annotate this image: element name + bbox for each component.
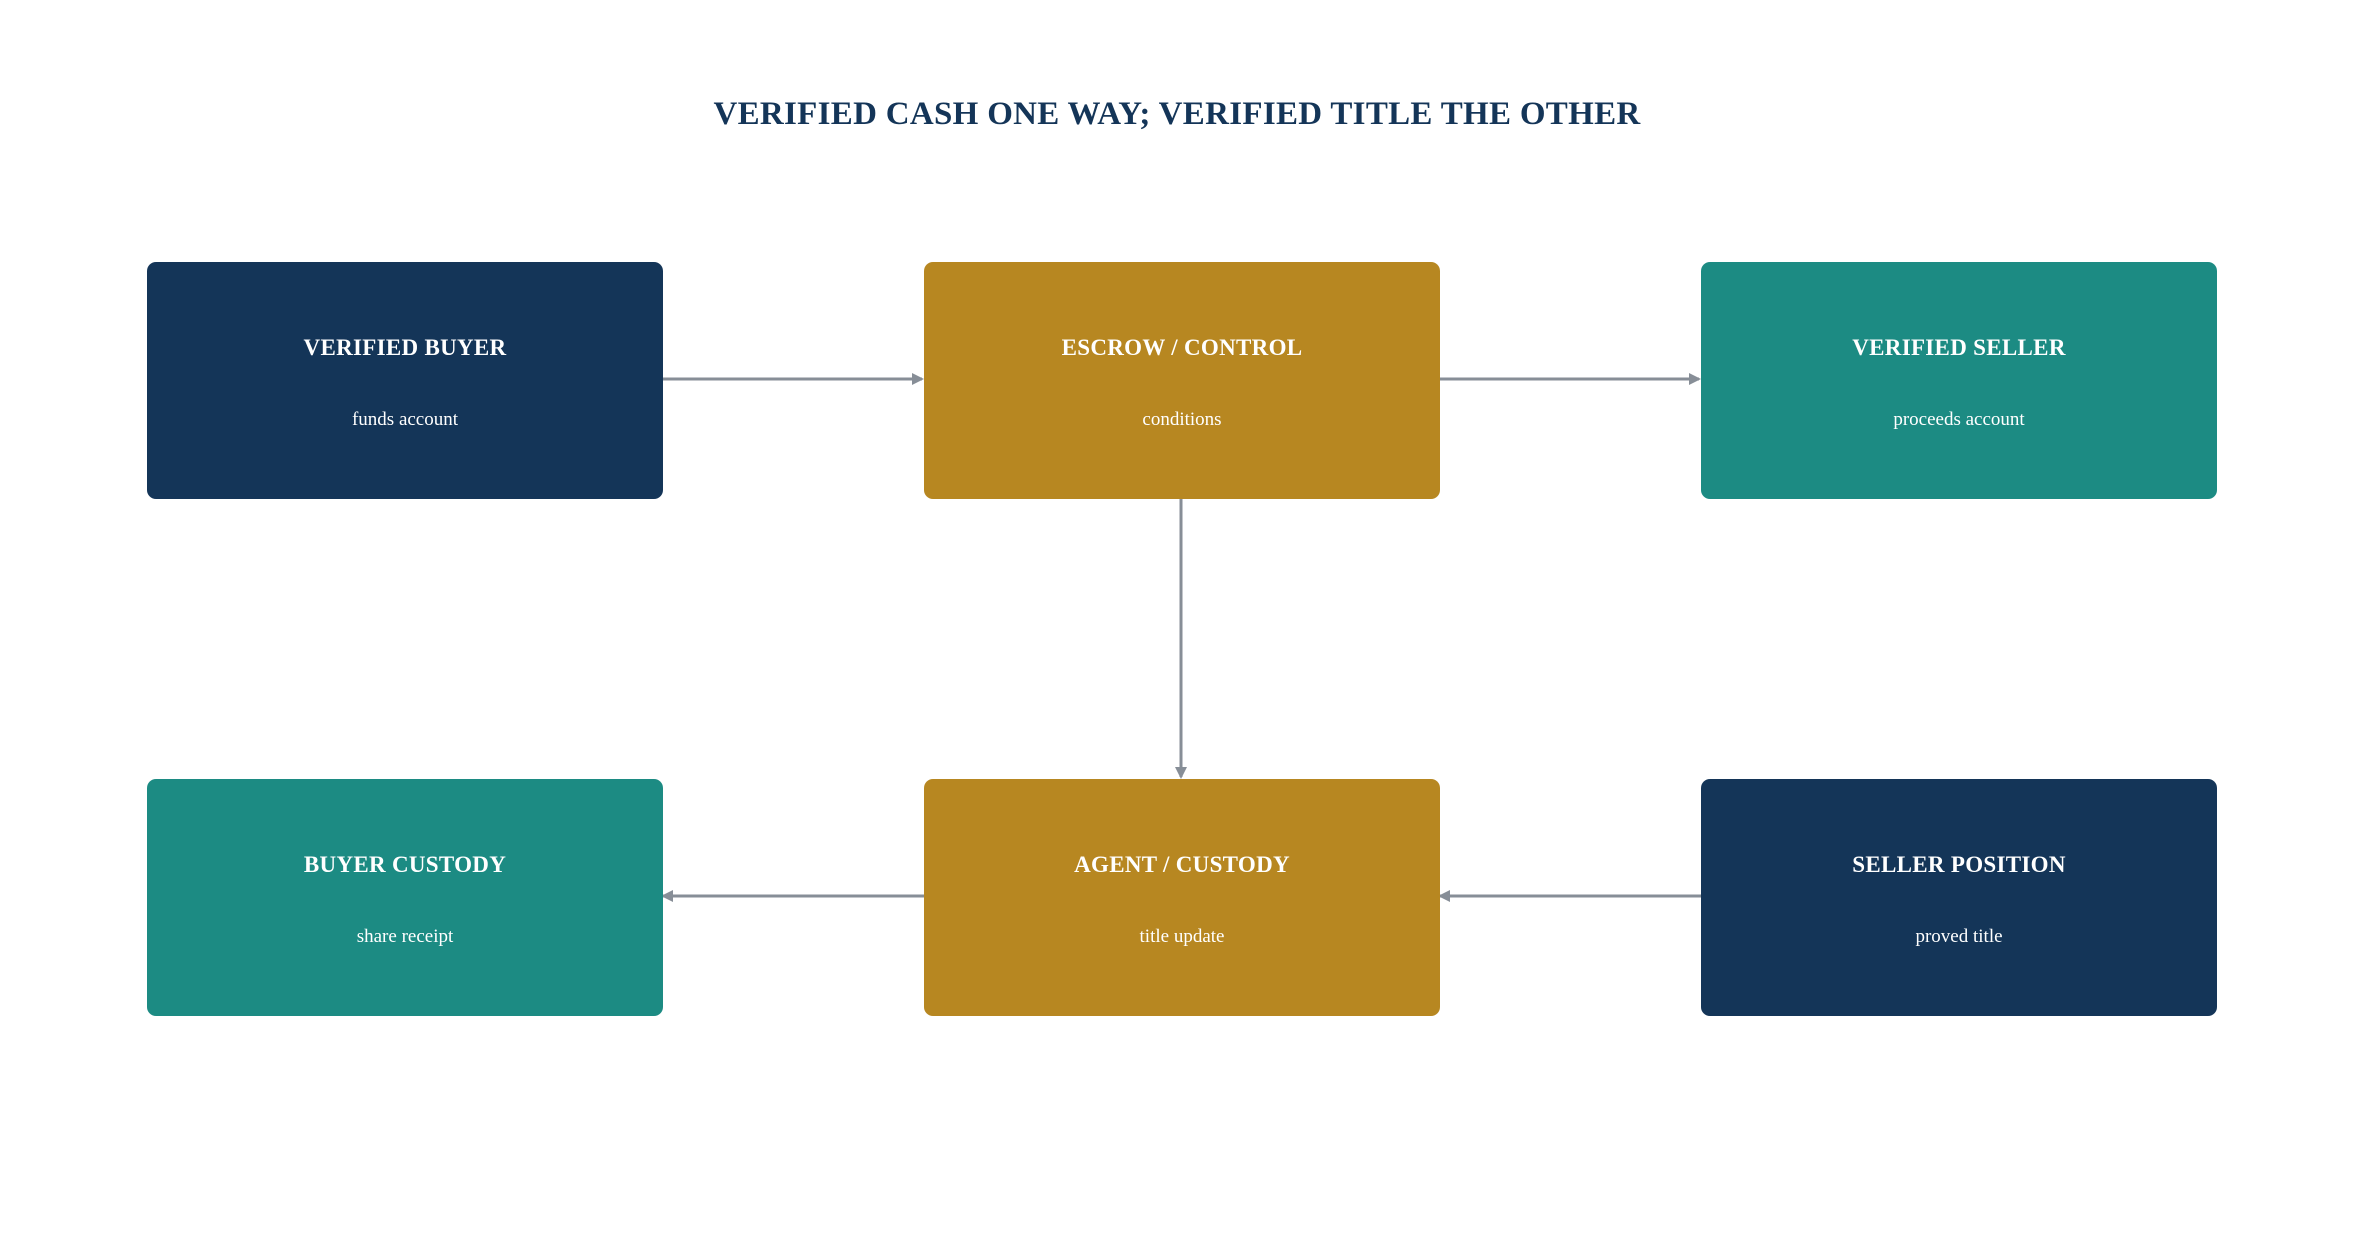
node-escrow-control: ESCROW / CONTROL conditions [924, 262, 1440, 499]
node-title: SELLER POSITION [1852, 852, 2066, 877]
node-agent-custody: AGENT / CUSTODY title update [924, 779, 1440, 1016]
node-verified-buyer: VERIFIED BUYER funds account [147, 262, 663, 499]
node-title: ESCROW / CONTROL [1061, 335, 1303, 360]
node-title: BUYER CUSTODY [303, 852, 507, 877]
node-subtitle: funds account [351, 409, 459, 430]
node-subtitle: conditions [1142, 409, 1222, 430]
node-subtitle: share receipt [356, 926, 454, 947]
node-title: AGENT / CUSTODY [1074, 852, 1290, 877]
node-verified-seller: VERIFIED SELLER proceeds account [1701, 262, 2217, 499]
node-buyer-custody: BUYER CUSTODY share receipt [147, 779, 663, 1016]
node-subtitle: proved title [1915, 926, 2003, 947]
node-title: VERIFIED SELLER [1852, 335, 2066, 360]
node-title: VERIFIED BUYER [303, 335, 507, 360]
node-subtitle: title update [1139, 926, 1225, 947]
node-subtitle: proceeds account [1893, 409, 2025, 430]
diagram-title: VERIFIED CASH ONE WAY; VERIFIED TITLE TH… [713, 96, 1641, 132]
node-seller-position: SELLER POSITION proved title [1701, 779, 2217, 1016]
